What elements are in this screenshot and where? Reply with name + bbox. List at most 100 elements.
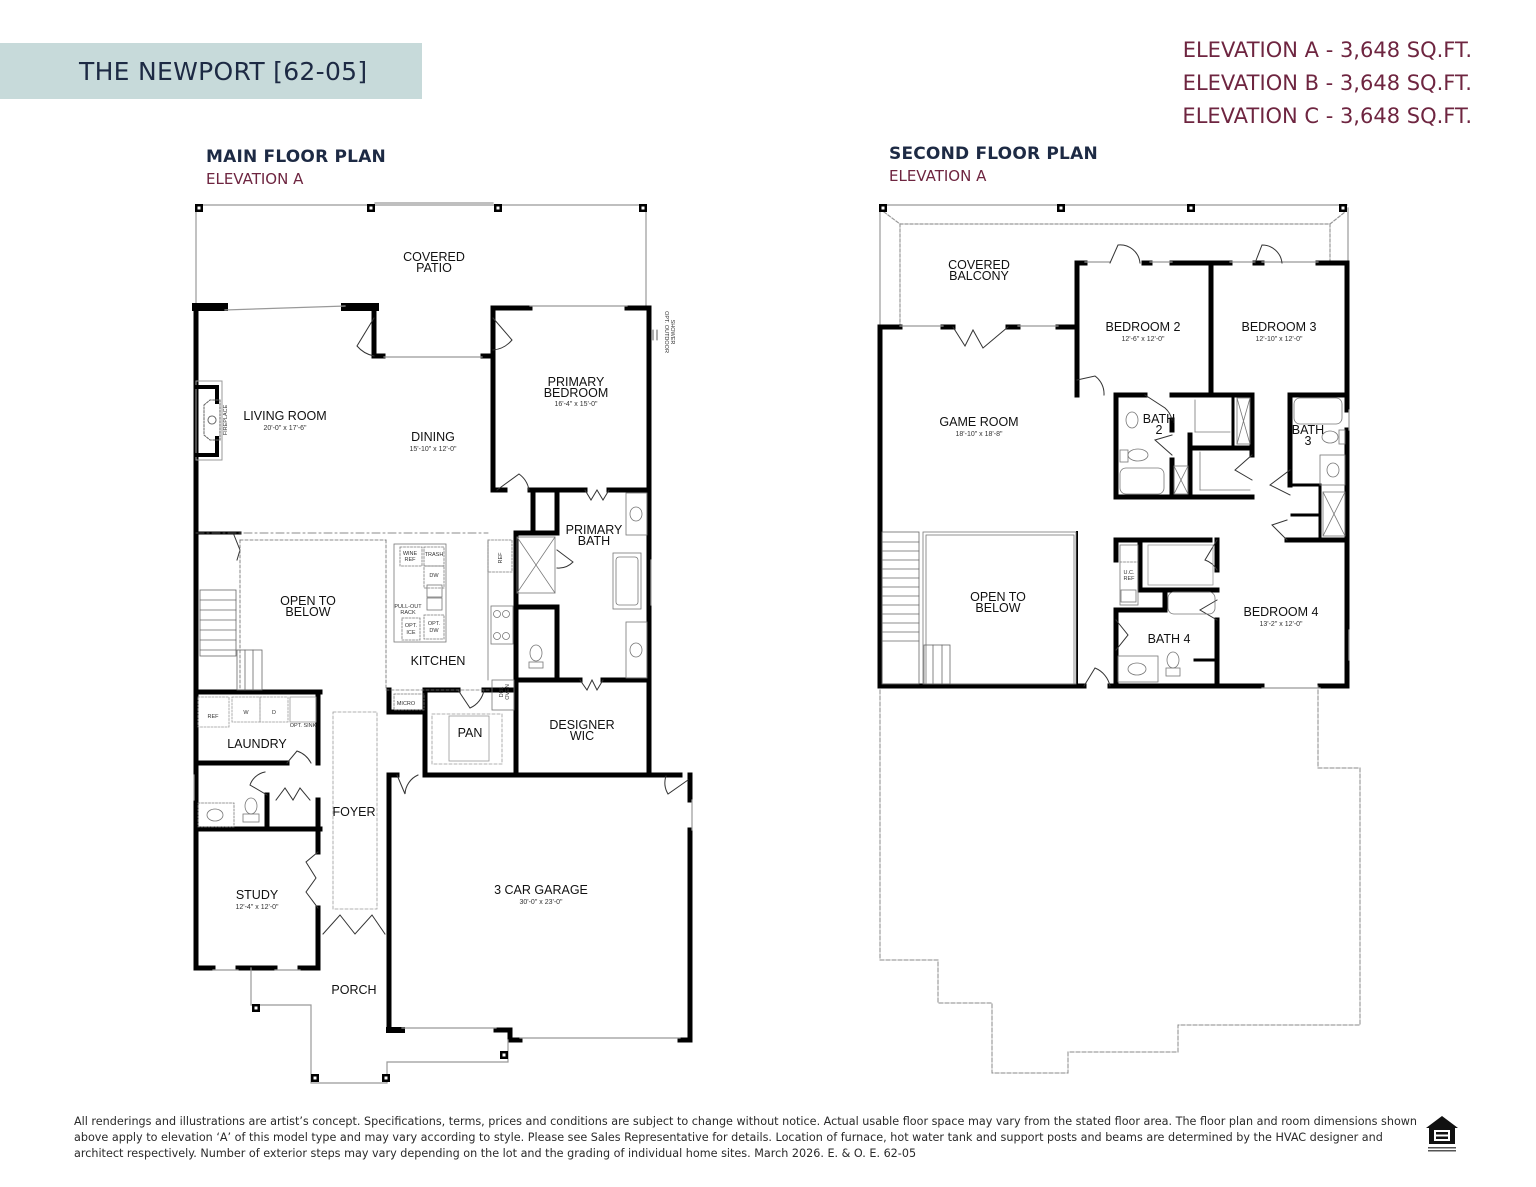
svg-text:D: D — [272, 710, 276, 716]
post-icon — [1187, 204, 1195, 212]
svg-text:U.C.: U.C. — [1124, 570, 1135, 576]
svg-text:BEDROOM: BEDROOM — [544, 386, 609, 400]
designer-wic-label: DESIGNER — [549, 718, 614, 732]
second-fixture-labels: U.C. REF — [1124, 570, 1136, 582]
svg-text:BATH: BATH — [578, 534, 610, 548]
svg-text:12'-10" x 12'-0": 12'-10" x 12'-0" — [1256, 336, 1303, 343]
svg-text:13'-2" x 12'-0": 13'-2" x 12'-0" — [1259, 621, 1303, 628]
elevation-b-sqft: ELEVATION B - 3,648 SQ.FT. — [1182, 71, 1472, 95]
foyer-label: FOYER — [332, 805, 375, 819]
main-room-labels: COVERED PATIO LIVING ROOM 20'-0" x 17'-6… — [227, 250, 623, 997]
svg-text:DW: DW — [429, 628, 439, 634]
bath-2-label: BATH — [1143, 412, 1175, 426]
svg-text:OPT.: OPT. — [428, 621, 441, 627]
svg-text:ICE: ICE — [406, 630, 416, 636]
kitchen-label: KITCHEN — [411, 654, 466, 668]
second-bath-fixtures — [1117, 397, 1346, 683]
equal-housing-opportunity-icon — [1426, 1116, 1458, 1152]
elevation-a-sqft: ELEVATION A - 3,648 SQ.FT. — [1182, 38, 1472, 62]
svg-text:REF: REF — [405, 557, 417, 563]
main-floor-heading: MAIN FLOOR PLAN ELEVATION A — [206, 147, 386, 188]
second-floor-title: SECOND FLOOR PLAN — [889, 144, 1098, 164]
title-banner: THE NEWPORT [62-05] — [0, 43, 422, 99]
main-floor-title: MAIN FLOOR PLAN — [206, 147, 386, 167]
svg-text:WINE: WINE — [403, 551, 418, 557]
svg-text:TRASH: TRASH — [425, 552, 444, 558]
second-walls — [877, 260, 1350, 689]
porch-outline — [250, 967, 509, 1084]
svg-text:DBL: DBL — [499, 687, 505, 698]
svg-text:OVEN: OVEN — [505, 684, 511, 700]
svg-text:PULL-OUT: PULL-OUT — [394, 604, 422, 610]
covered-balcony-label: COVERED — [948, 258, 1010, 272]
covered-patio-label: COVERED — [403, 250, 465, 264]
svg-text:BELOW: BELOW — [285, 605, 330, 619]
svg-text:PATIO: PATIO — [416, 261, 452, 275]
second-doors — [952, 244, 1291, 687]
primary-bedroom-label: PRIMARY — [548, 375, 605, 389]
svg-text:WIC: WIC — [570, 729, 594, 743]
svg-text:18'-10" x 18'-8": 18'-10" x 18'-8" — [956, 431, 1003, 438]
square-footage-list: ELEVATION A - 3,648 SQ.FT. ELEVATION B -… — [1182, 34, 1472, 133]
bedroom-2-label: BEDROOM 2 — [1105, 320, 1180, 334]
living-room-label: LIVING ROOM — [243, 409, 326, 423]
svg-text:REF: REF — [208, 714, 220, 720]
second-stairs-icon — [881, 531, 1077, 685]
post-icon — [311, 1074, 319, 1082]
laundry-fixtures — [197, 696, 317, 728]
svg-text:OPT. SINK: OPT. SINK — [290, 723, 317, 729]
svg-text:SHOWER: SHOWER — [669, 320, 675, 345]
svg-text:MICRO: MICRO — [397, 701, 416, 707]
primary-bath-fixtures — [516, 492, 648, 679]
main-windows — [193, 305, 693, 1039]
garage-label: 3 CAR GARAGE — [494, 883, 588, 897]
post-icon — [195, 204, 203, 212]
fireplace-icon: FIREPLACE — [194, 380, 229, 461]
main-floor-footprint-outline — [879, 685, 1361, 1074]
open-to-below-label: OPEN TO — [970, 590, 1026, 604]
svg-text:W: W — [243, 710, 249, 716]
svg-text:12'-6" x 12'-0": 12'-6" x 12'-0" — [1121, 336, 1165, 343]
laundry-label: LAUNDRY — [227, 737, 287, 751]
post-icon — [879, 204, 887, 212]
main-floor-plan: FIREPLACE OPT. OUTDOOR SHOWER — [192, 202, 693, 1084]
bedroom-3-label: BEDROOM 3 — [1241, 320, 1316, 334]
post-icon — [382, 1074, 390, 1082]
elevation-c-sqft: ELEVATION C - 3,648 SQ.FT. — [1182, 104, 1472, 128]
main-stairs-icon — [195, 532, 489, 691]
second-room-labels: COVERED BALCONY BEDROOM 2 12'-6" x 12'-0… — [939, 258, 1324, 646]
post-icon — [252, 1004, 260, 1012]
svg-text:3: 3 — [1305, 434, 1312, 448]
covered-balcony-outline — [879, 204, 1349, 328]
powder-bath-fixtures — [197, 797, 260, 828]
bath-4-label: BATH 4 — [1148, 632, 1191, 646]
kitchen-labels: WINE REF TRASH DW PULL-OUT RACK OPT. ICE… — [394, 551, 511, 707]
pantry-label: PAN — [458, 726, 483, 740]
svg-text:DW: DW — [429, 573, 439, 579]
svg-text:REF: REF — [1124, 576, 1136, 582]
svg-text:FIREPLACE: FIREPLACE — [223, 404, 229, 435]
game-room-label: GAME ROOM — [939, 415, 1018, 429]
laundry-labels: REF W D OPT. SINK — [208, 710, 317, 729]
bath-3-label: BATH — [1292, 423, 1324, 437]
second-windows — [899, 261, 1350, 689]
main-floor-elevation: ELEVATION A — [206, 170, 304, 188]
svg-text:20'-0" x 17'-6": 20'-0" x 17'-6" — [263, 425, 307, 432]
floor-plans-drawing: FIREPLACE OPT. OUTDOOR SHOWER — [192, 202, 1361, 1084]
svg-text:15'-10" x 12'-0": 15'-10" x 12'-0" — [410, 446, 457, 453]
svg-text:2: 2 — [1156, 423, 1163, 437]
post-icon — [500, 1051, 508, 1059]
kitchen-fixtures — [332, 539, 515, 910]
porch-label: PORCH — [331, 983, 376, 997]
covered-patio-outline — [195, 202, 647, 306]
svg-text:BELOW: BELOW — [975, 601, 1020, 615]
post-icon — [1057, 204, 1065, 212]
study-label: STUDY — [236, 888, 279, 902]
open-to-below-label: OPEN TO — [280, 594, 336, 608]
svg-text:30'-0" x 23'-0": 30'-0" x 23'-0" — [519, 899, 563, 906]
svg-text:OPT.: OPT. — [405, 623, 418, 629]
main-exterior-walls — [192, 303, 693, 1043]
dining-label: DINING — [411, 430, 455, 444]
second-floor-plan: U.C. REF COVERED BALCONY BEDROOM 2 12'-6… — [877, 204, 1361, 1074]
post-icon — [494, 204, 502, 212]
